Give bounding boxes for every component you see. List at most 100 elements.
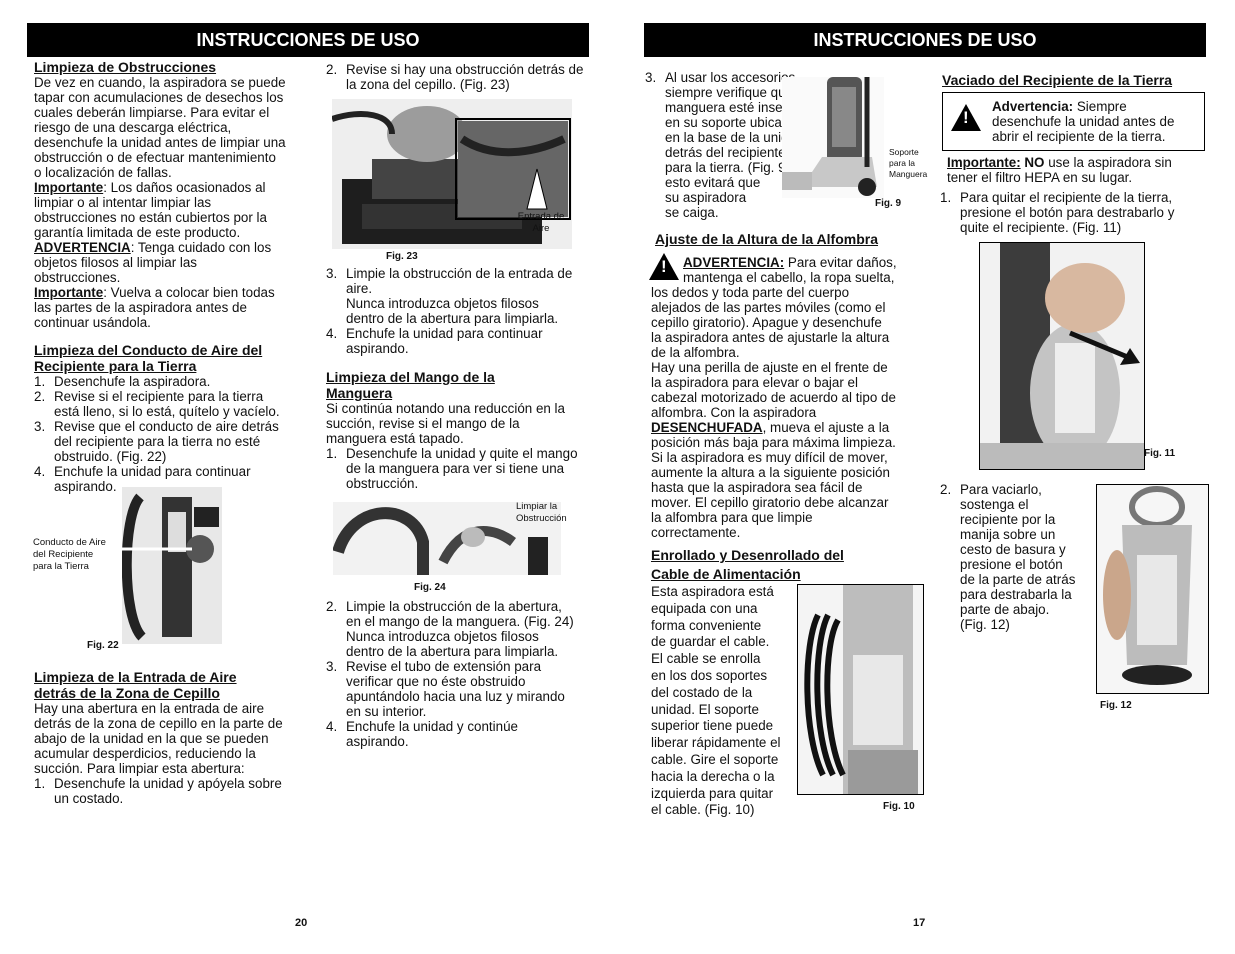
paragraph-line: mantenga el cabello, la ropa suelta, — [683, 270, 895, 285]
section-title-mango-2: Manguera — [326, 385, 393, 401]
step-line: dentro de la abertura para limpiarla. — [346, 644, 559, 659]
left-col1-bottom: Limpieza de la Entrada de Aire detrás de… — [34, 669, 309, 806]
warning-label: Advertencia: — [992, 99, 1074, 114]
text-line: limpiar o al intentar limpiar las — [34, 195, 212, 210]
fig22-label: Fig. 22 — [87, 640, 119, 651]
fig23-image — [332, 99, 572, 249]
fig23-label: Fig. 23 — [386, 251, 418, 262]
step-line: aire. — [346, 281, 373, 296]
vacuum-air-duct-illustration — [122, 487, 222, 644]
advertencia-line: ADVERTENCIA: Tenga cuidado con los — [34, 240, 272, 255]
paragraph-line: superior tiene puede — [651, 718, 774, 734]
vacuum-brush-area-illustration — [332, 99, 572, 249]
step-line: en el mango de la manguera. (Fig. 24) — [346, 614, 574, 629]
paragraph-line: de la alfombra. — [651, 345, 740, 360]
step-line: aspirando. — [54, 479, 117, 494]
paragraph-line: de guardar el cable. — [651, 634, 770, 650]
paragraph-line: desenchufe la unidad antes de limpiar un… — [34, 135, 286, 150]
step-line: en su interior. — [346, 704, 427, 719]
paragraph-line: cabezal motorizado de acuerdo al tipo de — [651, 390, 896, 405]
caption-line: para la — [889, 158, 915, 168]
vaciado-step1: 1. Para quitar el recipiente de la tierra… — [940, 190, 1217, 235]
caption-line: Limpiar la — [516, 501, 558, 512]
section-title-conducto-2: Recipiente para la Tierra — [34, 358, 197, 374]
desenchufada-label: DESENCHUFADA — [651, 420, 763, 435]
step-line: Revise si hay una obstrucción detrás de — [346, 62, 584, 77]
left-col2: 2.Revise si hay una obstrucción detrás d… — [326, 62, 596, 92]
step-number: 2. — [326, 599, 338, 614]
step-line: Enchufe la unidad y continúe — [346, 719, 518, 734]
step-line: dentro de la abertura para limpiarla. — [346, 311, 559, 326]
step-line: Nunca introduzca objetos filosos — [346, 296, 539, 311]
section-title-entrada-1: Limpieza de la Entrada de Aire — [34, 669, 237, 685]
step-line: Al usar los accesorios, — [665, 70, 799, 85]
paragraph-line: hasta que la aspiradora sea fácil de — [651, 480, 863, 495]
left-col2-mid: 3.Limpie la obstrucción de la entrada de… — [326, 266, 596, 491]
paragraph-line: aumente la altura a la siguiente posició… — [651, 465, 890, 480]
paragraph-line: equipada con una — [651, 600, 758, 616]
step-line: quite el recipiente. (Fig. 11) — [960, 220, 1122, 235]
paragraph-line: posición más baja para máxima limpieza. — [651, 435, 896, 450]
paragraph-line: hacia la derecha o la — [651, 768, 775, 784]
step-line: cesto de basura y — [960, 542, 1066, 557]
step-line: obstrucción. — [346, 476, 419, 491]
step-line: presione el botón — [960, 557, 1063, 572]
left-banner: INSTRUCCIONES DE USO — [27, 23, 589, 57]
step-number: 1. — [940, 190, 952, 205]
advertencia-label: ADVERTENCIA: — [683, 255, 785, 270]
step-line: sostenga el — [960, 497, 1029, 512]
paragraph-line: mover. El cepillo giratorio debe alcanza… — [651, 495, 889, 510]
paragraph-line: manguera está tapado. — [326, 431, 464, 446]
paragraph-line: acumular desperdicios, reduciendo la — [34, 746, 256, 761]
step-line: Revise que el conducto de aire detrás — [54, 419, 279, 434]
step-line: (Fig. 12) — [960, 617, 1010, 632]
step-line: Para quitar el recipiente de la tierra, — [960, 190, 1173, 205]
paragraph-line: en los dos soportes — [651, 667, 768, 683]
altura-body: ADVERTENCIA: Para evitar daños,mantenga … — [651, 255, 931, 540]
numbered-step: 2.Limpie la obstrucción de la abertura,e… — [326, 599, 596, 659]
step-number: 4. — [326, 719, 338, 734]
paragraph-line: abajo de la unidad en la que se pueden — [34, 731, 269, 746]
step-number: 4. — [34, 464, 46, 479]
text-line: continuar usándola. — [34, 315, 151, 330]
step-line: siempre verifique que la — [665, 85, 808, 100]
paragraph-line: tapar con acumulaciones de desechos los — [34, 90, 284, 105]
paragraph-line: alejados de las partes móviles (como el — [651, 300, 886, 315]
left-page-number: 20 — [295, 917, 308, 929]
step-line: parte de abajo. — [960, 602, 1050, 617]
paragraph-line: El cable se enrolla — [651, 651, 761, 667]
numbered-step: 3.Al usar los accesorios,siempre verifiq… — [645, 70, 825, 220]
step-line: detrás del recipiente — [665, 145, 786, 160]
numbered-step: 2.Revise si el recipiente para la tierra… — [34, 389, 309, 419]
paragraph-line: Esta aspiradora está — [651, 584, 774, 599]
paragraph-line: unidad. El soporte — [651, 701, 759, 717]
warning-icon: ! — [951, 104, 981, 131]
caption-line: Aire — [532, 223, 550, 234]
section-title-conducto-1: Limpieza del Conducto de Aire del — [34, 342, 263, 358]
right-col1-altura: Ajuste de la Altura de la Alfombra — [651, 231, 931, 247]
hose-handle-illustration — [333, 502, 561, 575]
left-col2-bottom: 2.Limpie la obstrucción de la abertura,e… — [326, 599, 596, 749]
step-line: Desenchufe la unidad y apóyela sobre — [54, 776, 282, 791]
step-number: 1. — [34, 776, 46, 791]
step-line: para destrabarla la — [960, 587, 1072, 602]
warning-line: Advertencia: Siempre — [992, 99, 1127, 114]
step-number: 3. — [326, 266, 338, 281]
caption-line: Soporte — [889, 147, 919, 157]
fig24-image — [333, 502, 561, 575]
warning-icon: ! — [649, 253, 679, 280]
fig24-label: Fig. 24 — [414, 582, 446, 593]
step-line: está lleno, si lo está, quítelo y vacíel… — [54, 404, 280, 419]
step-number: 4. — [326, 326, 338, 341]
